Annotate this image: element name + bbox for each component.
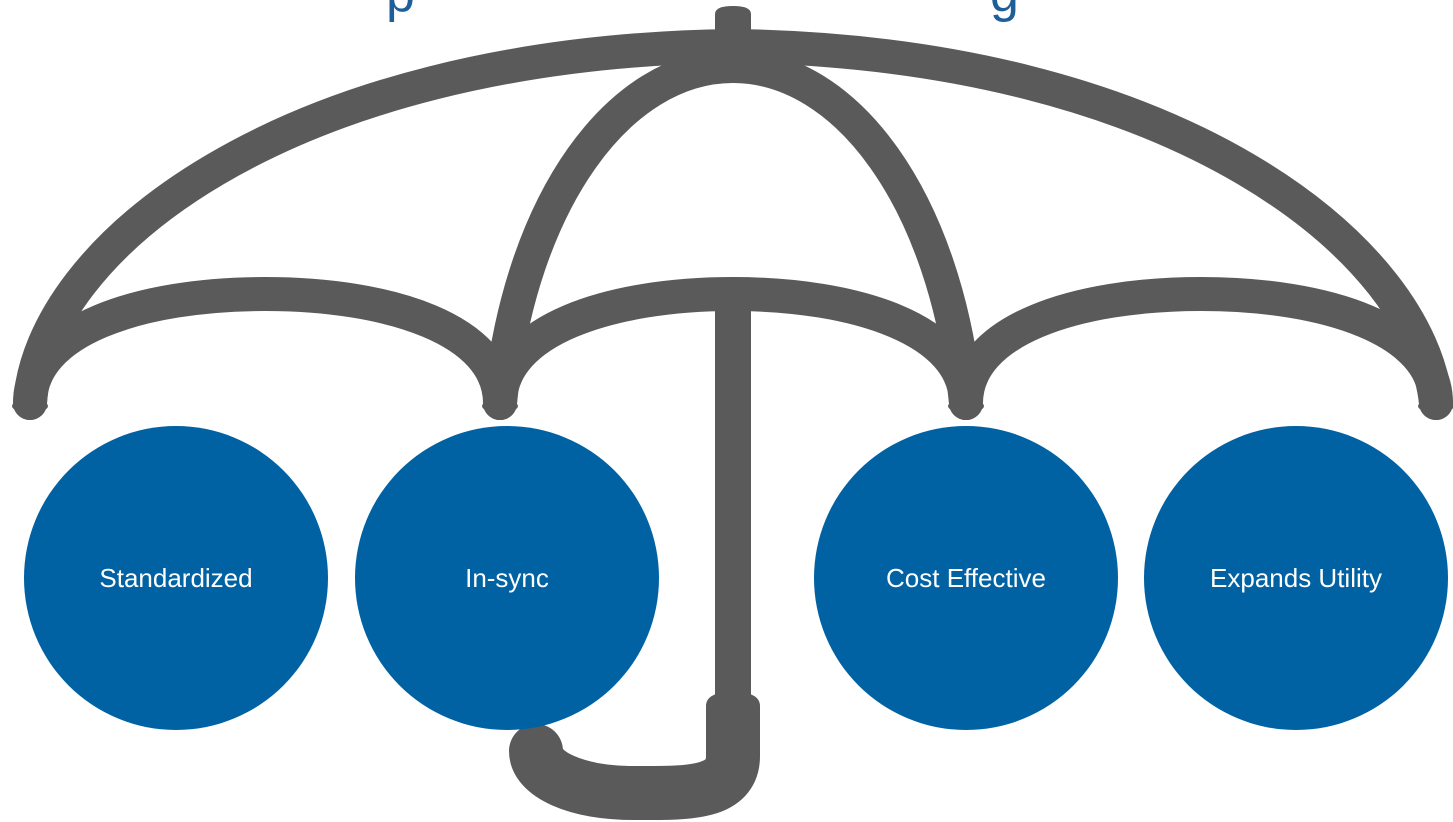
title-fragment-left: p (386, 0, 415, 22)
benefit-expands-utility: Expands Utility (1144, 426, 1448, 730)
umbrella-tip-cap-1 (12, 399, 48, 413)
benefit-cost-effective: Cost Effective (814, 426, 1118, 730)
umbrella-canopy-outer (13, 29, 1453, 420)
umbrella-tip-cap-2 (482, 399, 518, 413)
benefit-label: In-sync (465, 562, 549, 593)
umbrella-scallop-1 (13, 277, 517, 420)
umbrella-handle-hook (509, 713, 760, 821)
umbrella-scallop-2 (483, 277, 983, 420)
umbrella-rib-left (483, 49, 750, 420)
benefit-label: Cost Effective (886, 562, 1046, 593)
benefit-label: Standardized (99, 562, 253, 593)
benefit-label: Expands Utility (1210, 562, 1382, 593)
umbrella-tip-cap-3 (948, 399, 984, 413)
benefit-in-sync: In-sync (355, 426, 659, 730)
umbrella-shaft (715, 296, 751, 698)
umbrella-rib-right (716, 49, 983, 420)
umbrella-scallop-3 (949, 277, 1453, 420)
umbrella-tip-cap-4 (1418, 399, 1453, 413)
title-fragment-right: g (990, 0, 1019, 22)
benefit-standardized: Standardized (24, 426, 328, 730)
